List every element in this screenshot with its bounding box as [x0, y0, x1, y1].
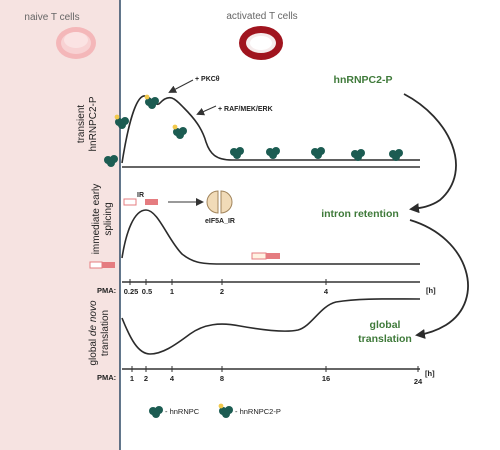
splicing-tick-label: 2 — [220, 287, 224, 296]
eif5a-ir-label: eIF5A_IR — [205, 218, 235, 225]
translation-axis-unit: [h] — [425, 369, 435, 378]
ir-transcript-icon — [123, 198, 158, 206]
flow-arrow-2 — [409, 219, 469, 339]
translation-tick-label: 2 — [144, 374, 148, 383]
translation-ylabel: global de novo translation — [88, 300, 111, 365]
ir-label: IR — [137, 192, 144, 199]
raf-annotation: + RAF/MEK/ERK — [218, 106, 273, 113]
splicing-ylabel-line2: splicing — [103, 202, 114, 235]
transient-curve — [121, 95, 420, 164]
hnrnpc-icon — [351, 149, 365, 161]
splicing-tick-label: 4 — [324, 287, 329, 296]
hnrnpc2-p-icon — [172, 124, 187, 139]
naive-region — [0, 0, 120, 450]
translation-ylabel-line2: translation — [100, 310, 111, 356]
legend-hnrnpc-icon — [149, 406, 163, 418]
flow-hnrnpc2-p-label: hnRNPC2-P — [334, 74, 393, 86]
legend-hnrnpc2-p-label: - hnRNPC2-P — [235, 407, 281, 416]
translation-tick-label: 24 — [414, 377, 423, 386]
hnrnpc-icon — [311, 147, 325, 159]
translation-curve — [121, 298, 421, 355]
hnrnpc-icon — [104, 155, 118, 167]
eif5a-ir-icon — [206, 190, 233, 214]
hnrnpc2-p-icon — [144, 94, 159, 109]
translation-tick-label: 1 — [130, 374, 134, 383]
hnrnpc-icon — [230, 147, 244, 159]
legend-hnrnpc2-p-icon — [218, 403, 233, 418]
pkc-arrow — [168, 79, 194, 93]
transient-ylabel-line1: transient — [76, 105, 87, 144]
translation-ylabel-line1: global de novo — [88, 300, 99, 365]
flow-intron-retention-label: intron retention — [321, 208, 399, 220]
splicing-ylabel-line1: immediate early — [91, 184, 102, 255]
splicing-tick-label: 0.5 — [142, 287, 152, 296]
flow-arrow-1 — [403, 93, 457, 214]
splicing-axis-prefix: PMA: — [97, 286, 116, 295]
splicing-axis-unit: [h] — [426, 286, 436, 295]
legend-hnrnpc-label: - hnRNPC — [165, 407, 200, 416]
flow-global-translation-line1: global — [370, 319, 401, 331]
activated-header: activated T cells — [226, 11, 297, 22]
splicing-ylabel: immediate early splicing — [91, 184, 114, 255]
translation-axis-prefix: PMA: — [97, 373, 116, 382]
hnrnpc2-p-icon — [114, 114, 129, 129]
raf-arrow — [196, 105, 217, 116]
pkc-annotation: + PKCθ — [195, 76, 220, 83]
hnrnpc-icon — [266, 147, 280, 159]
splicing-tick-label: 0.25 — [124, 287, 139, 296]
splicing-curve — [121, 209, 420, 265]
translation-tick-label: 4 — [170, 374, 175, 383]
naive-cell-icon — [56, 27, 96, 59]
transient-ylabel-line2: hnRNPC2-P — [88, 96, 99, 151]
naive-header: naive T cells — [24, 12, 79, 23]
activated-cell-icon — [239, 26, 283, 60]
translation-tick-label: 8 — [220, 374, 224, 383]
flow-global-translation-line2: translation — [358, 333, 412, 345]
ir-transcript-icon — [251, 252, 280, 260]
ir-transcript-icon — [89, 261, 115, 269]
translation-tick-label: 16 — [322, 374, 330, 383]
splicing-tick-label: 1 — [170, 287, 174, 296]
transient-ylabel: transient hnRNPC2-P — [76, 96, 99, 151]
hnrnpc-icon — [389, 149, 403, 161]
